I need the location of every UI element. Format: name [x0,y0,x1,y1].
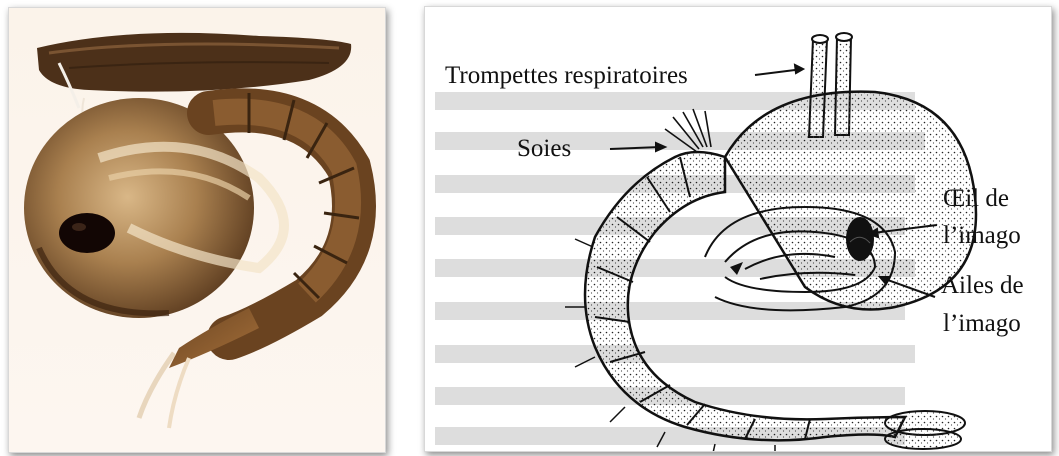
pupa-photo-frame [8,7,386,453]
label-soies: Soies [517,135,571,164]
label-trompettes-respiratoires: Trompettes respiratoires [445,62,688,91]
label-oeil-line2: l’imago [943,222,1021,251]
label-ailes-line2: l’imago [943,310,1021,339]
pupa-drawing-frame: Trompettes respiratoires Soies Œil de l’… [424,6,1052,452]
label-oeil-line1: Œil de [943,185,1009,214]
pupa-photo [9,8,386,453]
label-ailes-line1: Ailes de [941,272,1024,301]
